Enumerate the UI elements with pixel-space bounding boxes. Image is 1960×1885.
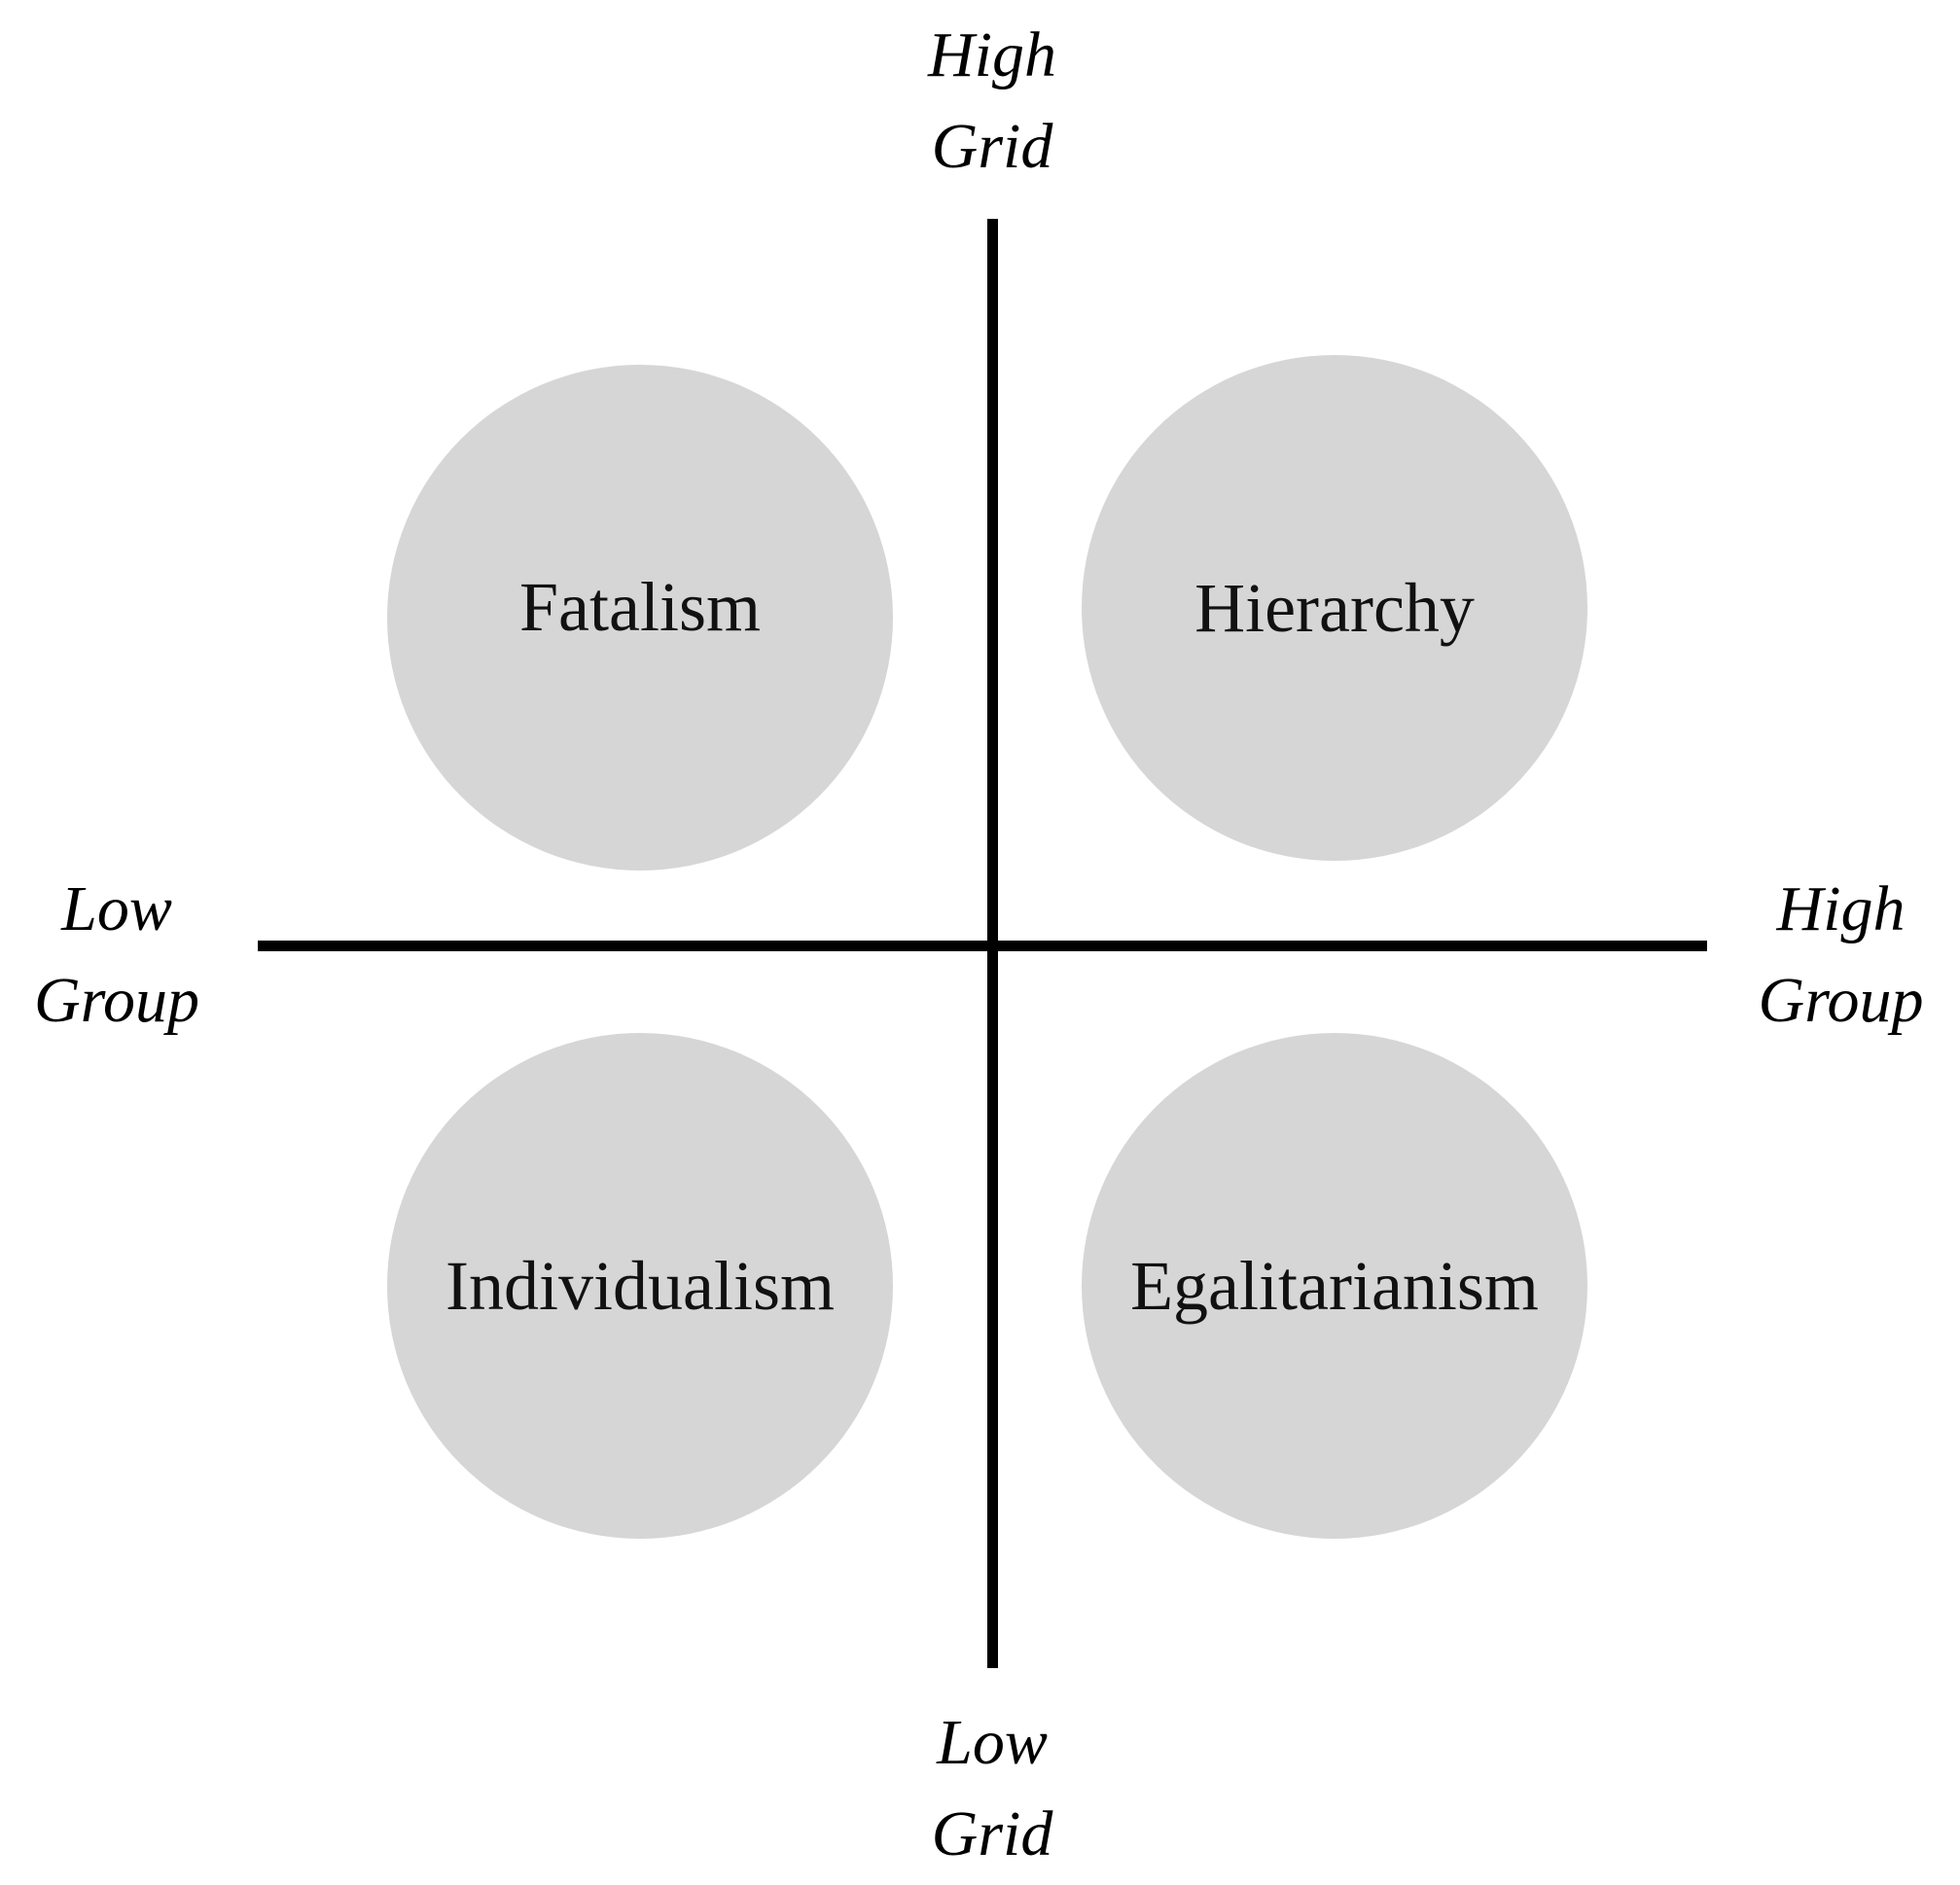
quadrant-label: Hierarchy (1194, 568, 1475, 647)
quadrant-label: Fatalism (519, 567, 761, 646)
quadrant-hierarchy: Hierarchy (1082, 355, 1587, 861)
quadrant-egalitarianism: Egalitarianism (1082, 1033, 1587, 1539)
group-axis-line (258, 941, 1707, 951)
quadrant-label: Egalitarianism (1130, 1246, 1539, 1325)
quadrant-individualism: Individualism (387, 1033, 893, 1539)
axis-label-line: Group (34, 965, 199, 1036)
quadrant-fatalism: Fatalism (387, 365, 893, 871)
quadrant-label: Individualism (445, 1246, 835, 1325)
axis-label-line: Grid (931, 111, 1053, 182)
axis-label-low-grid: Low Grid (856, 1697, 1128, 1880)
axis-label-line: Group (1758, 965, 1924, 1036)
axis-label-high-grid: High Grid (856, 10, 1128, 193)
axis-label-line: High (928, 19, 1056, 90)
axis-label-line: Grid (931, 1798, 1053, 1869)
axis-label-line: High (1776, 873, 1906, 944)
axis-label-high-group: High Group (1722, 864, 1960, 1047)
axis-label-low-group: Low Group (0, 864, 233, 1047)
axis-label-line: Low (61, 873, 172, 944)
axis-label-line: Low (937, 1707, 1048, 1778)
